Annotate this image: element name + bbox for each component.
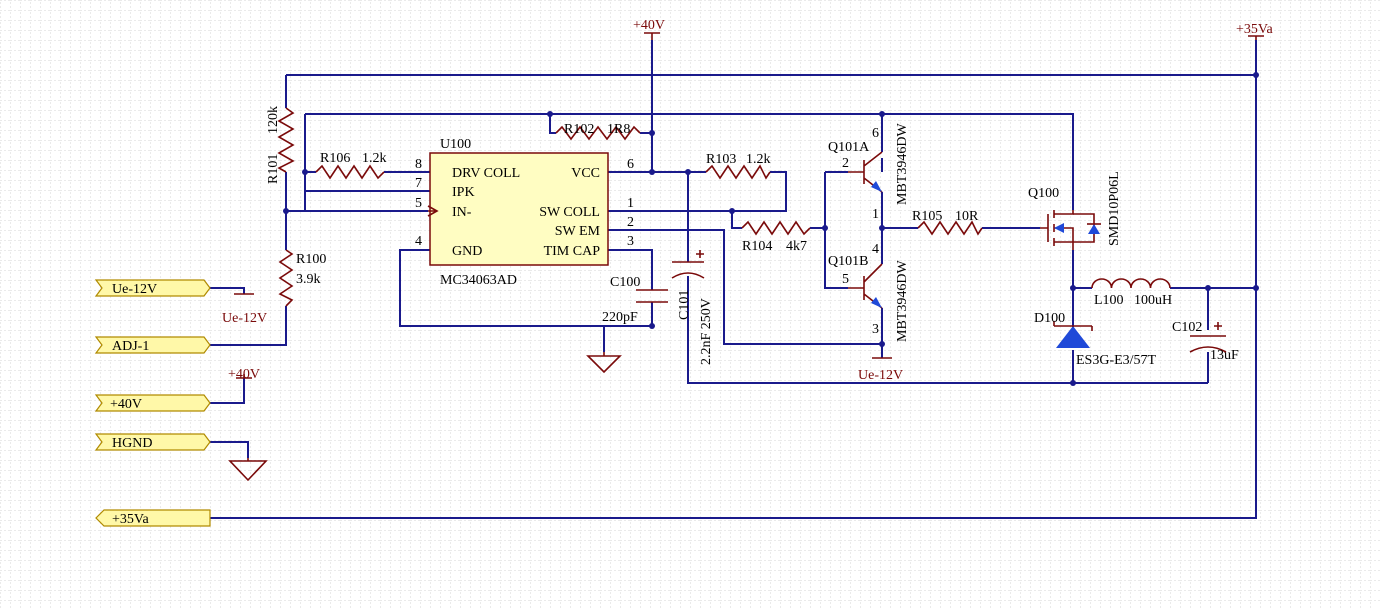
port-adj-label: ADJ-1 — [112, 339, 149, 354]
ic-part: MC34063AD — [440, 273, 517, 288]
ic-pin-num-7: 7 — [415, 176, 422, 191]
resistor-r105[interactable]: R105 10R — [912, 209, 983, 236]
r105-ref: R105 — [912, 209, 942, 224]
power-ue12-bottom: Ue-12V — [858, 357, 903, 383]
ground-icon-main — [586, 352, 622, 374]
r102-ref: R102 — [564, 122, 594, 137]
r103-value: 1.2k — [746, 152, 771, 167]
q101a-pin-b: 2 — [842, 156, 849, 171]
resistor-r100[interactable]: R100 3.9k — [278, 249, 326, 307]
ic-ref: U100 — [440, 137, 471, 152]
power-35va-top-label: +35Va — [1236, 22, 1273, 37]
d100-ref: D100 — [1034, 311, 1065, 326]
resistor-r101[interactable]: R101 120k — [266, 106, 295, 184]
r101-value: 120k — [266, 106, 281, 134]
ic-pin-num-2: 2 — [627, 215, 634, 230]
junctions — [283, 72, 1259, 386]
q101a-pin-c: 6 — [872, 126, 879, 141]
ground-icon-hgnd — [228, 458, 268, 482]
q101b-pin-b: 5 — [842, 272, 849, 287]
c100-value: 220pF — [602, 310, 638, 325]
ic-pin-num-3: 3 — [627, 234, 634, 249]
ic-pin-num-1: 1 — [627, 196, 634, 211]
transistor-q101a[interactable]: Q101A 2 6 1 MBT3946DW — [828, 123, 910, 222]
ic-pin-num-4: 4 — [415, 234, 422, 249]
power-ue12-bottom-label: Ue-12V — [858, 368, 903, 383]
l100-ref: L100 — [1094, 293, 1124, 308]
port-ue12-label: Ue-12V — [112, 282, 157, 297]
c101-value: 2.2nF 250V — [699, 298, 714, 365]
ic-pin-num-6: 6 — [627, 157, 634, 172]
resistor-r102[interactable]: R102 1R8 — [555, 122, 641, 141]
ic-pin-label-tim-cap: TIM CAP — [544, 244, 601, 259]
power-ue12-left: Ue-12V — [222, 293, 267, 326]
port-hgnd[interactable]: HGND — [94, 433, 211, 451]
port-hgnd-label: HGND — [112, 436, 152, 451]
port-35va[interactable]: +35Va — [95, 509, 211, 527]
q100-ref: Q100 — [1028, 186, 1059, 201]
port-40v-label: +40V — [110, 397, 142, 412]
q100-part: SMD10P06L — [1107, 171, 1122, 246]
capacitor-c102[interactable]: C102 13uF — [1172, 320, 1239, 363]
c100-ref: C100 — [610, 275, 640, 290]
wires — [210, 40, 1257, 519]
transistor-q101b[interactable]: Q101B 5 4 3 MBT3946DW — [828, 242, 910, 342]
power-ue12-left-label: Ue-12V — [222, 311, 267, 326]
power-40v-top: +40V — [633, 18, 665, 40]
r104-value: 4k7 — [786, 239, 807, 254]
port-40v[interactable]: +40V — [94, 394, 211, 412]
port-ue12[interactable]: Ue-12V — [94, 279, 211, 297]
q101b-ref: Q101B — [828, 254, 868, 269]
ic-pin-label-vcc: VCC — [571, 166, 600, 181]
power-35va-top: +35Va — [1236, 22, 1273, 40]
r104-ref: R104 — [742, 239, 772, 254]
ic-pin-num-8: 8 — [415, 157, 422, 172]
r106-value: 1.2k — [362, 151, 387, 166]
port-adj[interactable]: ADJ-1 — [94, 336, 211, 354]
ic-pin-label-sw-coll: SW COLL — [539, 205, 600, 220]
ic-pin-num-5: 5 — [415, 196, 422, 211]
ic-pin-label-ipk: IPK — [452, 185, 475, 200]
r101-ref: R101 — [266, 154, 281, 184]
port-35va-label: +35Va — [112, 512, 149, 527]
c102-value: 13uF — [1210, 348, 1239, 363]
r106-ref: R106 — [320, 151, 350, 166]
capacitor-c101[interactable]: C101 2.2nF 250V — [671, 250, 714, 365]
diode-d100[interactable]: D100 ES3G-E3/57T — [1034, 311, 1157, 368]
q101a-ref: Q101A — [828, 140, 870, 155]
mosfet-q100[interactable]: Q100 SMD10P06L — [1028, 171, 1122, 250]
r100-value: 3.9k — [296, 272, 321, 287]
q101b-pin-c: 4 — [872, 242, 879, 257]
r102-value: 1R8 — [607, 122, 630, 137]
power-40v-top-label: +40V — [633, 18, 665, 33]
c102-ref: C102 — [1172, 320, 1202, 335]
resistor-r104[interactable]: R104 4k7 — [741, 220, 811, 254]
capacitor-c100[interactable]: C100 220pF — [602, 275, 668, 325]
d100-part: ES3G-E3/57T — [1076, 353, 1157, 368]
resistor-r106[interactable]: R106 1.2k — [315, 151, 387, 180]
power-40v-left: +40V — [228, 367, 260, 382]
q101a-pin-e: 1 — [872, 207, 879, 222]
r100-ref: R100 — [296, 252, 326, 267]
ic-pin-label-drv-coll: DRV COLL — [452, 166, 520, 181]
resistor-r103[interactable]: R103 1.2k — [705, 152, 771, 180]
power-40v-left-label: +40V — [228, 367, 260, 382]
ic-pin-label-sw-em: SW EM — [555, 224, 601, 239]
ic-pin-label-in: IN- — [452, 205, 472, 220]
inductor-l100[interactable]: L100 100uH — [1091, 278, 1172, 308]
q101b-part: MBT3946DW — [895, 260, 910, 342]
r105-value: 10R — [955, 209, 979, 224]
ic-pin-label-gnd: GND — [452, 244, 482, 259]
r103-ref: R103 — [706, 152, 736, 167]
q101b-pin-e: 3 — [872, 322, 879, 337]
l100-value: 100uH — [1134, 293, 1172, 308]
q101a-part: MBT3946DW — [895, 123, 910, 205]
ic-u100[interactable]: U100 MC34063AD DRV COLL IPK IN- GND 8 7 … — [415, 137, 634, 288]
c101-ref: C101 — [677, 290, 692, 320]
